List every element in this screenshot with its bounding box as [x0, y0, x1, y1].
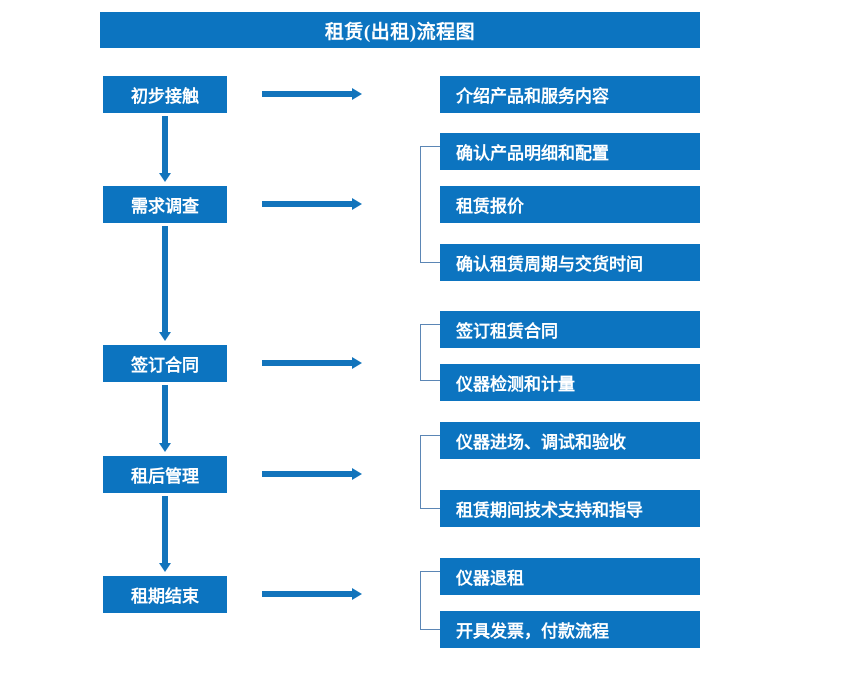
stage-node-1[interactable]: 初步接触: [103, 76, 227, 113]
diagram-title: 租赁(出租)流程图: [100, 12, 700, 48]
bracket-icon-group-4: [420, 435, 440, 509]
right-arrow-icon-4: [262, 468, 362, 480]
output-box-2-2[interactable]: 租赁报价: [440, 186, 700, 223]
output-box-2-1[interactable]: 确认产品明细和配置: [440, 133, 700, 170]
output-box-5-1[interactable]: 仪器退租: [440, 558, 700, 595]
down-arrow-icon-2: [159, 226, 171, 341]
output-box-3-1[interactable]: 签订租赁合同: [440, 311, 700, 348]
stage-node-3[interactable]: 签订合同: [103, 345, 227, 382]
bracket-icon-group-3: [420, 324, 440, 381]
output-box-4-1[interactable]: 仪器进场、调试和验收: [440, 422, 700, 459]
right-arrow-icon-1: [262, 88, 362, 100]
output-box-2-3[interactable]: 确认租赁周期与交货时间: [440, 244, 700, 281]
down-arrow-icon-3: [159, 385, 171, 452]
output-box-4-2[interactable]: 租赁期间技术支持和指导: [440, 490, 700, 527]
output-box-3-2[interactable]: 仪器检测和计量: [440, 364, 700, 401]
right-arrow-icon-5: [262, 588, 362, 600]
output-box-5-2[interactable]: 开具发票，付款流程: [440, 611, 700, 648]
stage-node-2[interactable]: 需求调查: [103, 186, 227, 223]
bracket-icon-group-2: [420, 146, 440, 263]
down-arrow-icon-1: [159, 116, 171, 182]
stage-node-5[interactable]: 租期结束: [103, 576, 227, 613]
right-arrow-icon-3: [262, 357, 362, 369]
down-arrow-icon-4: [159, 496, 171, 572]
stage-node-4[interactable]: 租后管理: [103, 456, 227, 493]
bracket-icon-group-5: [420, 571, 440, 630]
output-box-1-1[interactable]: 介绍产品和服务内容: [440, 76, 700, 113]
right-arrow-icon-2: [262, 198, 362, 210]
